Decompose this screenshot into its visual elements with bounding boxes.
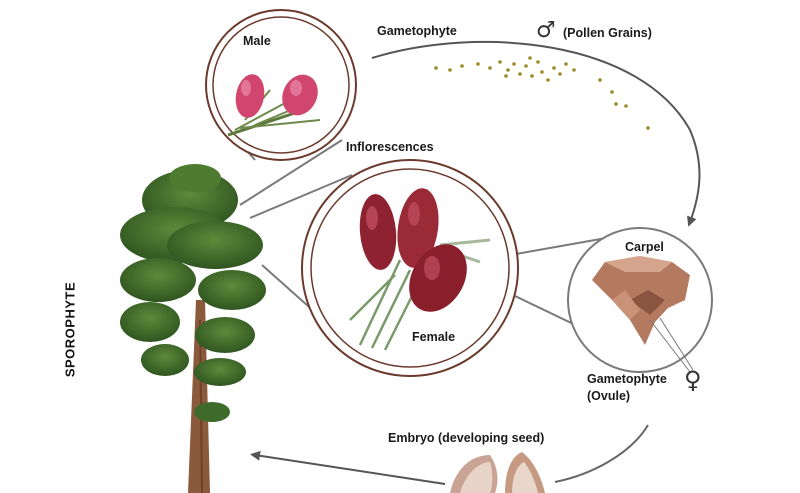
male-label: Male [243, 34, 271, 48]
inflorescences-label: Inflorescences [346, 140, 434, 154]
gametophyte-ovule-label: Gametophyte [587, 372, 667, 386]
pine-tree-illustration [120, 164, 266, 493]
seed-illustration [450, 452, 545, 493]
pollen-grains-label: (Pollen Grains) [563, 26, 652, 40]
carpel-label: Carpel [625, 240, 664, 254]
female-label: Female [412, 330, 455, 344]
gametophyte-top-label: Gametophyte [377, 24, 457, 38]
ovule-label: (Ovule) [587, 389, 630, 403]
female-cone-circle [302, 160, 518, 376]
male-symbol-icon: ♂ [536, 18, 556, 43]
seed-arrow [555, 425, 648, 482]
female-symbol-icon: ♀ [684, 366, 702, 394]
male-cone-circle [206, 10, 356, 160]
embryo-to-tree-arrow [255, 455, 445, 484]
sporophyte-label: SPOROPHYTE [63, 270, 78, 390]
embryo-label: Embryo (developing seed) [388, 431, 544, 445]
